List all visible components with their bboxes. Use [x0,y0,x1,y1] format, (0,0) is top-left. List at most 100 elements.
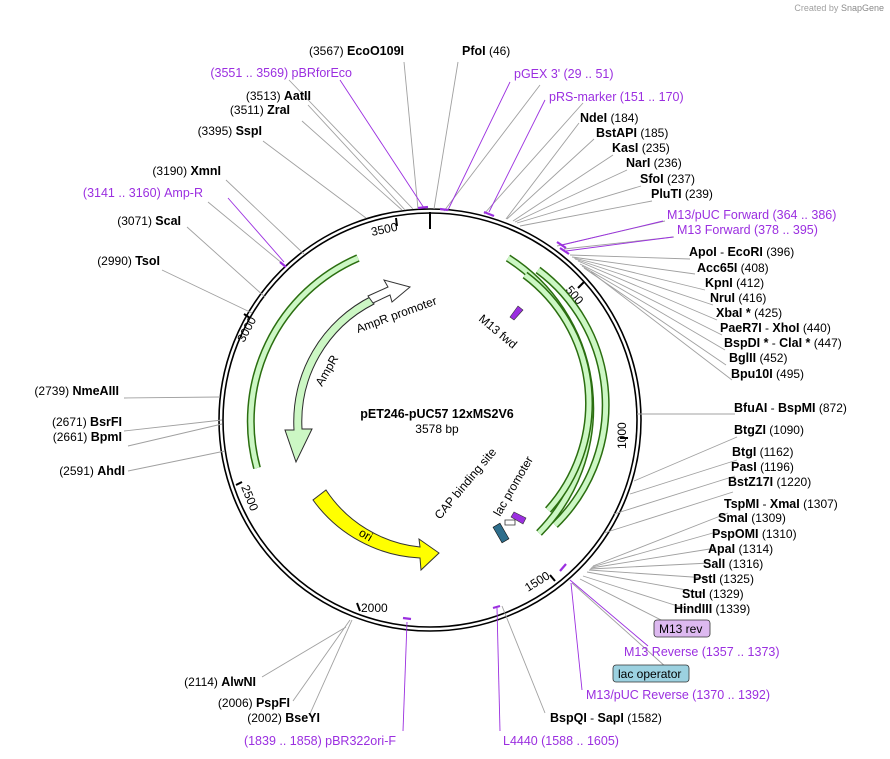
svg-text:M13 Reverse (1357 .. 1373): M13 Reverse (1357 .. 1373) [624,645,780,659]
site-label-sspi: (3395) SspI [198,124,262,138]
site-name: M13/pUC Forward [667,208,769,222]
ampr-arrow [284,295,375,464]
site-label-bglii: BglII (452) [729,351,787,365]
site-position: (2739) [34,384,69,398]
site-sep: - [587,711,598,725]
site-name: BspQI [550,711,587,725]
site-label-m13-forward: M13 Forward (378 .. 395) [677,223,818,237]
site-name: pBR322ori-F [325,734,396,748]
svg-text:SfoI (237): SfoI (237) [640,172,695,186]
site-sep: - [759,497,770,511]
site-position: (1582) [627,711,662,725]
site-name-2: SapI [597,711,623,725]
svg-text:KpnI (412): KpnI (412) [705,276,764,290]
feature-arcs-right [505,254,610,536]
svg-text:(1839 .. 1858) pBR322ori-F: (1839 .. 1858) pBR322ori-F [244,734,396,748]
site-label-ndei: NdeI (184) [580,111,638,125]
site-position: (3071) [117,214,152,228]
site-name-2: BspMI [778,401,816,415]
site-label-scai: (3071) ScaI [117,214,181,228]
site-sep: - [762,321,773,335]
primer-leader-lines [227,79,674,732]
plasmid-name: pET246-pUC57 12xMS2V6 [360,407,514,421]
m13-rev-mark [510,511,527,525]
site-position: (1339) [716,602,751,616]
site-label-zrai: (3511) ZraI [230,103,290,117]
svg-text:(3513) AatII: (3513) AatII [246,89,311,103]
site-label-alwni: (2114) AlwNI [184,675,256,689]
site-name: SfoI [640,172,664,186]
site-position: (495) [776,367,804,381]
site-name-2: XhoI [772,321,799,335]
site-label-acc65i: Acc65I (408) [697,261,769,275]
svg-text:(3071) ScaI: (3071) ScaI [117,214,181,228]
site-name: KasI [612,141,638,155]
ampr-promoter-arrow [367,279,412,304]
site-label-bstapi: BstAPI (185) [596,126,668,140]
site-position: (396) [766,245,794,259]
ruler-3000: 3000 [234,314,259,344]
site-name: BglII [729,351,756,365]
site-label-apai: ApaI (1314) [708,542,773,556]
svg-text:(2591) AhdI: (2591) AhdI [59,464,125,478]
site-position: (184) [610,111,638,125]
svg-text:(3141 .. 3160) Amp-R: (3141 .. 3160) Amp-R [83,186,203,200]
site-position: (364 .. 386) [772,208,836,222]
svg-text:pRS-marker (151 .. 170): pRS-marker (151 .. 170) [549,90,684,104]
site-name: PasI [731,460,757,474]
site-name: AlwNI [221,675,256,689]
site-label-prs-marker: pRS-marker (151 .. 170) [549,90,684,104]
site-position: (412) [736,276,764,290]
site-name: Amp-R [164,186,203,200]
svg-text:(2114) AlwNI: (2114) AlwNI [184,675,256,689]
svg-text:(2661) BpmI: (2661) BpmI [53,430,122,444]
svg-text:PaeR7I - XhoI (440): PaeR7I - XhoI (440) [720,321,831,335]
site-name: M13/pUC Reverse [586,688,689,702]
site-name: BpmI [91,430,122,444]
site-position: (1316) [729,557,764,571]
svg-text:PspOMI (1310): PspOMI (1310) [712,527,797,541]
site-position: (235) [642,141,670,155]
site-name: AatII [284,89,311,103]
cap-binding-box [492,522,510,544]
svg-text:SalI (1316): SalI (1316) [703,557,763,571]
site-label-pluti: PluTI (239) [651,187,713,201]
svg-text:KasI (235): KasI (235) [612,141,670,155]
site-name: XmnI [190,164,221,178]
svg-text:BfuAI - BspMI (872): BfuAI - BspMI (872) [734,401,847,415]
site-name: ZraI [267,103,290,117]
site-position: (2114) [184,675,218,689]
site-label-m13-puc-forward: M13/pUC Forward (364 .. 386) [667,208,836,222]
site-position: (151 .. 170) [620,90,684,104]
svg-text:HindIII (1339): HindIII (1339) [674,602,750,616]
site-name: ScaI [155,214,181,228]
ruler-2500: 2500 [238,483,261,513]
site-name-2: EcoRI [727,245,762,259]
svg-text:(3567) EcoO109I: (3567) EcoO109I [309,44,404,58]
site-label-bfuai: BfuAI - BspMI (872) [734,401,847,415]
svg-text:(2671) BsrFI: (2671) BsrFI [52,415,122,429]
site-name: NmeAIII [72,384,119,398]
site-position: (2591) [59,464,94,478]
site-position: (416) [738,291,766,305]
site-position: (408) [741,261,769,275]
site-name: SmaI [718,511,748,525]
ruler-2000: 2000 [361,601,388,615]
site-name: NarI [626,156,650,170]
site-name: ApaI [708,542,735,556]
site-position: (239) [685,187,713,201]
site-position: (3190) [152,164,187,178]
site-label-psti: PstI (1325) [693,572,754,586]
svg-text:M13/pUC Reverse (1370 .. 139: M13/pUC Reverse (1370 .. 1392) [586,688,770,702]
site-position: (3141 .. 3160) [83,186,161,200]
site-label-kasi: KasI (235) [612,141,670,155]
site-position: (236) [654,156,682,170]
svg-text:TspMI - XmaI (1307): TspMI - XmaI (1307) [724,497,838,511]
site-label-pgex-3: pGEX 3' (29 .. 51) [514,67,614,81]
site-name: BseYI [285,711,320,725]
site-label-aatii: (3513) AatII [246,89,311,103]
site-label-lac-operator: lac operator [612,664,690,683]
site-position: (3513) [246,89,281,103]
site-label-l4440: L4440 (1588 .. 1605) [503,734,619,748]
